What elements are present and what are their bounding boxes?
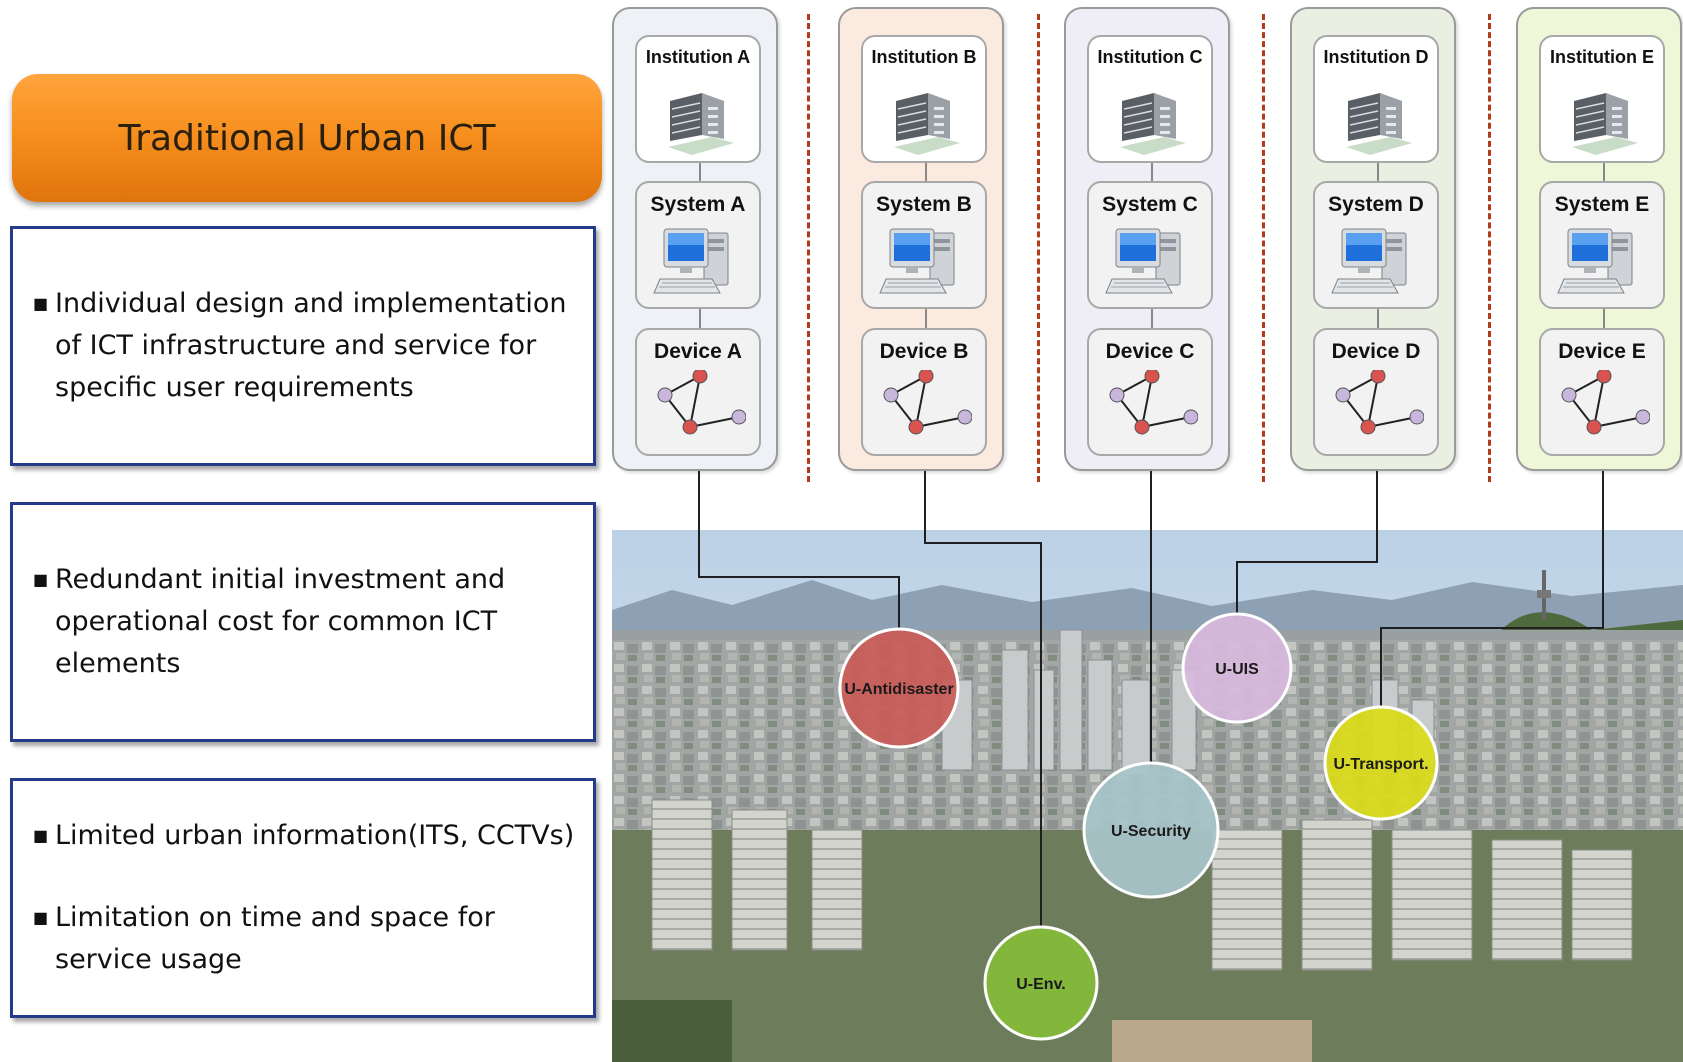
service-label: U-Transport. [1333,756,1428,773]
connector-line-a [698,471,900,630]
building-icon [1554,77,1650,162]
system-label: System B [876,193,972,216]
building-icon [876,77,972,162]
service-circle [1323,705,1439,821]
card-connector [1377,163,1379,181]
service-label: U-Antidisaster [844,681,953,698]
system-label: System C [1102,193,1198,216]
device-label: Device A [654,340,742,363]
bullet-text: Limited urban information(ITS, CCTVs) [55,820,575,851]
card-connector [699,163,701,181]
building-icon [1102,77,1198,162]
institution-card: Institution C [1087,35,1213,163]
bullet-mark: ■ [33,570,49,589]
service-label: U-Env. [1016,976,1065,993]
institution-label: Institution B [871,47,977,67]
bullet-mark: ■ [33,908,49,927]
bullet-mark: ■ [33,826,49,845]
info-box-1: ■ Individual design and implementation o… [10,226,596,466]
computer-icon [876,223,972,308]
computer-icon [1328,223,1424,308]
institution-label: Institution C [1097,47,1203,67]
system-label: System D [1328,193,1424,216]
system-card: System E [1539,181,1665,309]
institution-column-a: Institution A System A Device A [612,7,778,471]
institution-card: Institution B [861,35,987,163]
column-divider [807,14,810,482]
card-connector [1603,163,1605,181]
connector-line-d [1236,471,1378,618]
institution-column-e: Institution E System E Device E [1516,7,1682,471]
column-divider [1037,14,1040,482]
system-card: System C [1087,181,1213,309]
system-label: System E [1554,193,1650,216]
institution-label: Institution E [1550,47,1654,67]
info-box-2: ■ Redundant initial investment and opera… [10,502,596,742]
institution-card: Institution D [1313,35,1439,163]
institution-label: Institution D [1323,47,1429,67]
system-card: System B [861,181,987,309]
network-icon [650,368,747,455]
device-card: Device E [1539,328,1665,456]
service-node: U-Transport. [1323,705,1439,821]
institution-column-c: Institution C System C Device C [1064,7,1230,471]
device-label: Device D [1331,340,1421,363]
service-label: U-UIS [1215,661,1259,678]
title-banner: Traditional Urban ICT [12,74,602,202]
info-box-3: ■ Limited urban information(ITS, CCTVs) … [10,778,596,1018]
connector-line-b [924,471,1042,928]
card-connector [1603,309,1605,328]
computer-icon [1554,223,1650,308]
system-label: System A [650,193,746,216]
service-circle [1181,612,1293,724]
service-label: U-Security [1111,823,1191,840]
device-label: Device B [879,340,969,363]
service-node: U-UIS [1181,612,1293,724]
bullet-mark: ■ [33,294,49,313]
device-card: Device D [1313,328,1439,456]
device-card: Device C [1087,328,1213,456]
system-card: System A [635,181,761,309]
computer-icon [1102,223,1198,308]
institution-column-b: Institution B System B Device B [838,7,1004,471]
bullet-text: Individual design and implementation of … [55,288,567,403]
institution-card: Institution A [635,35,761,163]
institution-label: Institution A [645,47,751,67]
service-node: U-Security [1082,761,1220,899]
building-icon [1328,77,1424,162]
connector-line-e [1380,471,1604,706]
building-icon [650,77,746,162]
institution-card: Institution E [1539,35,1665,163]
diagram-title: Traditional Urban ICT [118,117,496,159]
device-card: Device A [635,328,761,456]
card-connector [925,309,927,328]
service-node: U-Env. [983,925,1099,1041]
service-node: U-Antidisaster [838,627,960,749]
bullet-item: ■ Redundant initial investment and opera… [33,559,577,685]
card-connector [1377,309,1379,328]
bullet-item: ■ Limited urban information(ITS, CCTVs) [33,815,577,857]
bullet-item: ■ Individual design and implementation o… [33,283,577,409]
device-label: Device C [1105,340,1195,363]
institution-column-d: Institution D System D Device D [1290,7,1456,471]
network-icon [1554,368,1651,455]
service-circle [1082,761,1220,899]
card-connector [1151,309,1153,328]
card-connector [699,309,701,328]
network-icon [1102,368,1199,455]
device-label: Device E [1558,340,1646,363]
bullet-text: Limitation on time and space for service… [55,902,495,975]
computer-icon [650,223,746,308]
bullet-item: ■ Limitation on time and space for servi… [33,897,577,981]
service-circle [983,925,1099,1041]
card-connector [1151,163,1153,181]
service-circle [838,627,960,749]
column-divider [1488,14,1491,482]
device-card: Device B [861,328,987,456]
column-divider [1262,14,1265,482]
card-connector [925,163,927,181]
system-card: System D [1313,181,1439,309]
bullet-text: Redundant initial investment and operati… [55,564,506,679]
